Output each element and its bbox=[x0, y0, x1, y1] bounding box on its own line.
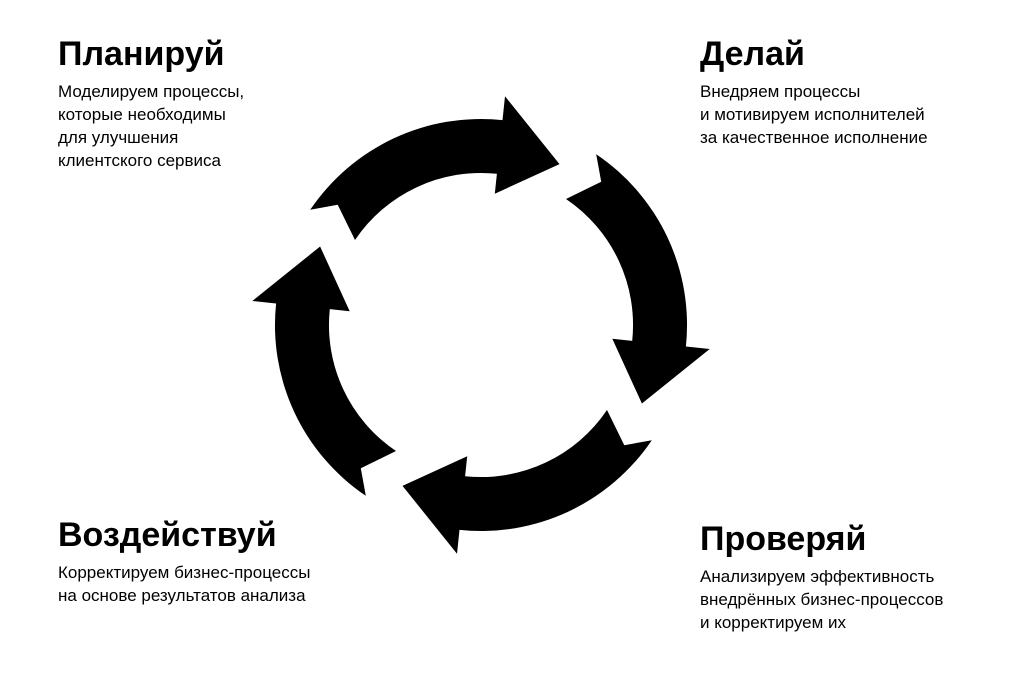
stage-check-description: Анализируем эффективность внедрённых биз… bbox=[700, 565, 943, 634]
stage-plan: Планируй Моделируем процессы, которые не… bbox=[58, 34, 244, 172]
stage-plan-description: Моделируем процессы, которые необходимы … bbox=[58, 80, 244, 172]
stage-act: Воздействуй Корректируем бизнес-процессы… bbox=[58, 515, 310, 607]
stage-act-description: Корректируем бизнес-процессы на основе р… bbox=[58, 561, 310, 607]
stage-act-line: Корректируем бизнес-процессы bbox=[58, 563, 311, 582]
stage-check-line: Анализируем эффективность bbox=[700, 567, 935, 586]
stage-plan-title: Планируй bbox=[58, 35, 225, 73]
stage-do-line: за качественное исполнение bbox=[700, 128, 928, 147]
stage-do-line: и мотивируем исполнителей bbox=[700, 105, 925, 124]
stage-act-line: на основе результатов анализа bbox=[58, 586, 306, 605]
stage-check-title: Проверяй bbox=[700, 520, 867, 558]
stage-check: Проверяй Анализируем эффективность внедр… bbox=[700, 519, 943, 634]
stage-plan-line: клиентского сервиса bbox=[58, 151, 221, 170]
stage-do-description: Внедряем процессы и мотивируем исполните… bbox=[700, 80, 928, 149]
stage-do-title: Делай bbox=[700, 35, 805, 73]
stage-plan-line: для улучшения bbox=[58, 128, 179, 147]
stage-act-title: Воздействуй bbox=[58, 516, 277, 554]
stage-plan-line: Моделируем процессы, bbox=[58, 82, 245, 101]
arrow-check-to-act bbox=[402, 410, 652, 554]
arrows-group bbox=[252, 96, 710, 554]
arrow-do-to-check bbox=[566, 154, 710, 404]
stage-plan-line: которые необходимы bbox=[58, 105, 226, 124]
stage-do-line: Внедряем процессы bbox=[700, 82, 861, 101]
arrow-plan-to-do bbox=[310, 96, 560, 240]
stage-do: Делай Внедряем процессы и мотивируем исп… bbox=[700, 34, 928, 149]
stage-check-line: внедрённых бизнес-процессов bbox=[700, 590, 944, 609]
stage-check-line: и корректируем их bbox=[700, 613, 847, 632]
arrow-act-to-plan bbox=[252, 246, 396, 496]
